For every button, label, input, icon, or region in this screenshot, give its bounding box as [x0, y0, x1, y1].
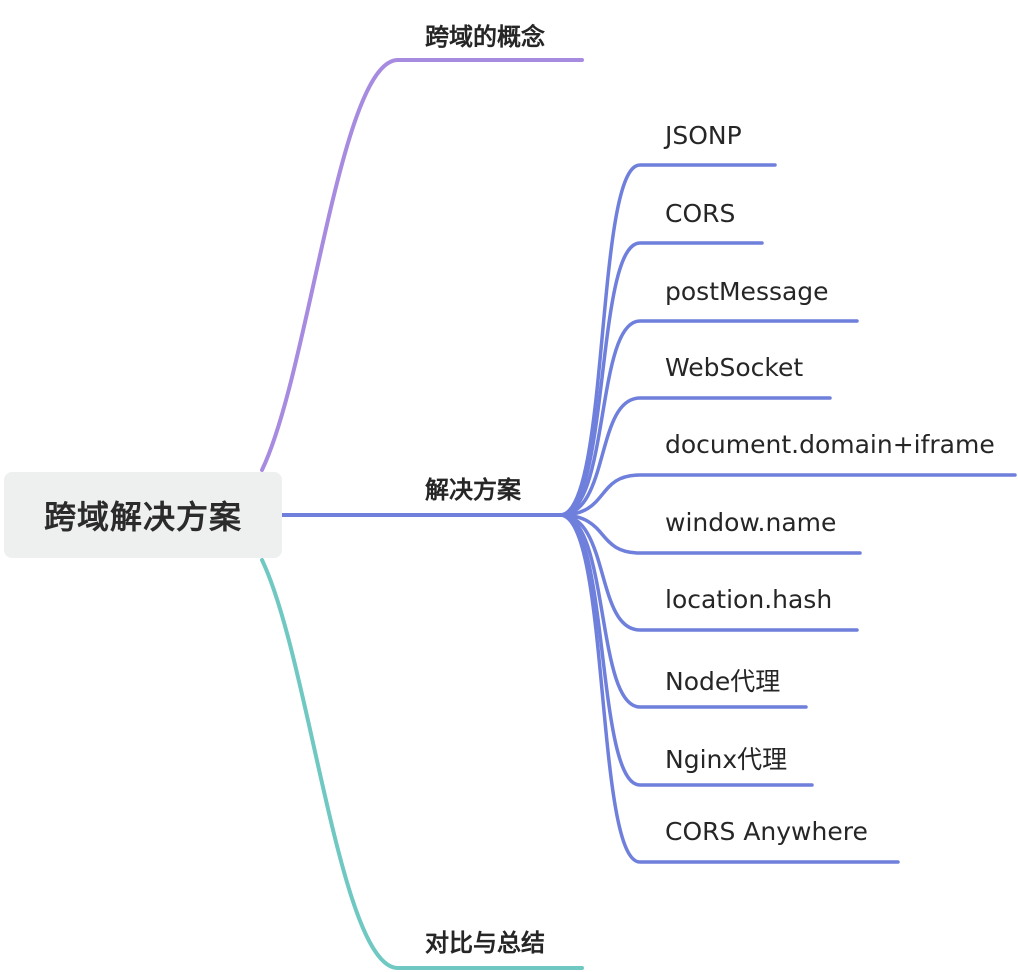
connector-leaf-node-proxy	[558, 513, 808, 709]
leaf-topic-cors-anywhere[interactable]: CORS Anywhere	[665, 817, 868, 846]
branch-topic-solutions[interactable]: 解决方案	[425, 476, 521, 504]
connector-root-summary	[260, 558, 584, 970]
connector-leaf-websocket	[558, 396, 832, 517]
connector-root-concept	[260, 58, 584, 472]
connector-leaf-window-name	[558, 513, 862, 555]
leaf-topic-cors[interactable]: CORS	[665, 199, 736, 228]
leaf-topic-websocket[interactable]: WebSocket	[665, 353, 804, 382]
leaf-topic-location-hash[interactable]: location.hash	[665, 585, 833, 614]
connector-leaf-cors-anywhere	[558, 513, 900, 864]
connector-leaf-document-domain-iframe	[558, 473, 1017, 517]
leaf-topic-nginx-proxy[interactable]: Nginx代理	[665, 745, 788, 774]
connector-leaf-cors	[558, 241, 764, 517]
connector-leaf-postmessage	[558, 319, 859, 517]
root-topic[interactable]: 跨域解决方案	[4, 472, 282, 558]
leaf-topic-document-domain-iframe[interactable]: document.domain+iframe	[665, 430, 995, 459]
leaf-topic-jsonp[interactable]: JSONP	[665, 121, 742, 150]
branch-topic-summary[interactable]: 对比与总结	[425, 929, 545, 957]
leaf-topic-postmessage[interactable]: postMessage	[665, 277, 829, 306]
leaf-topic-node-proxy[interactable]: Node代理	[665, 667, 781, 696]
connector-leaf-location-hash	[558, 513, 859, 632]
branch-topic-concept[interactable]: 跨域的概念	[425, 23, 545, 51]
leaf-topic-window-name[interactable]: window.name	[665, 508, 837, 537]
connector-leaf-jsonp	[558, 163, 777, 517]
